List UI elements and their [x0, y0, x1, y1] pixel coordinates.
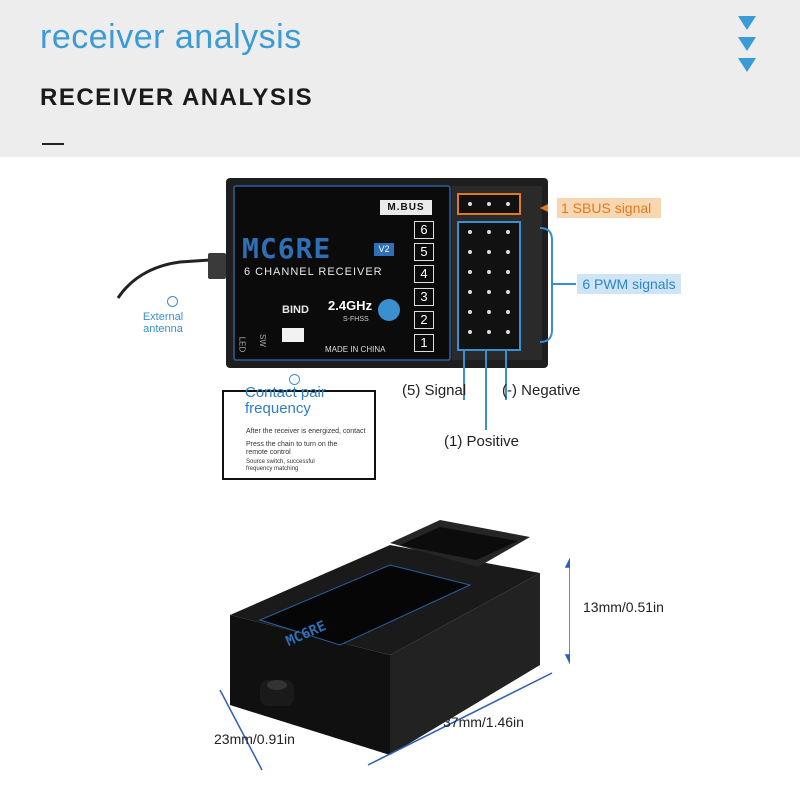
model-name: MC6RE	[242, 232, 332, 265]
antenna-strain-relief	[208, 253, 226, 279]
length-dimension: 37mm/1.46in	[443, 714, 524, 730]
receiver-3d-view	[219, 520, 570, 771]
scroll-down-icon[interactable]	[734, 14, 760, 76]
sbus-callout: 1 SBUS signal	[557, 198, 661, 218]
bind-marker-icon	[289, 374, 300, 385]
antenna-wire	[116, 258, 211, 299]
receiver-top-diagram	[116, 178, 548, 368]
external-antenna-label: External antenna	[142, 311, 184, 335]
receiver-subtitle: 6 CHANNEL RECEIVER	[244, 266, 383, 278]
contact-pair-title: Contact pair frequency	[245, 384, 326, 417]
header-band: receiver analysis RECEIVER ANALYSIS	[0, 0, 800, 157]
channel-2: 2	[414, 311, 434, 329]
channel-5: 5	[414, 243, 434, 261]
mbus-label: M.BUS	[380, 200, 432, 215]
antenna-marker-icon	[167, 296, 178, 307]
width-dimension: 23mm/0.91in	[214, 731, 295, 747]
led-label: LED	[237, 336, 247, 353]
contact-step-1: After the receiver is energized, contact	[246, 428, 366, 435]
height-dimension: 13mm/0.51in	[583, 599, 664, 615]
page-subtitle: RECEIVER ANALYSIS	[40, 84, 314, 111]
channel-1: 1	[414, 334, 434, 352]
page-title: receiver analysis	[40, 18, 302, 56]
title-underline	[42, 143, 64, 145]
bind-label: BIND	[282, 304, 309, 316]
signal-pin-label: (5) Signal	[402, 382, 467, 399]
contact-step-2: Press the chain to turn on the remote co…	[246, 441, 338, 456]
channel-6: 6	[414, 221, 434, 239]
contact-step-3: Source switch, successful frequency matc…	[246, 459, 315, 472]
led-window	[282, 328, 304, 342]
made-in-label: MADE IN CHINA	[325, 345, 386, 354]
version-badge: V2	[374, 243, 394, 256]
frequency-label: 2.4GHz	[328, 298, 373, 313]
contact-pair-box: After the receiver is energized, contact…	[222, 390, 376, 480]
pwm-callout: 6 PWM signals	[577, 274, 681, 294]
channel-4: 4	[414, 265, 434, 283]
pwm-ports	[457, 221, 521, 351]
fhss-label: S-FHSS	[343, 316, 369, 323]
channel-3: 3	[414, 288, 434, 306]
positive-pin-label: (1) Positive	[444, 433, 520, 450]
callout-lines	[463, 204, 576, 430]
negative-pin-label: (-) Negative	[502, 382, 581, 399]
wireless-icon	[378, 299, 400, 321]
sw-label: SW	[257, 334, 267, 347]
